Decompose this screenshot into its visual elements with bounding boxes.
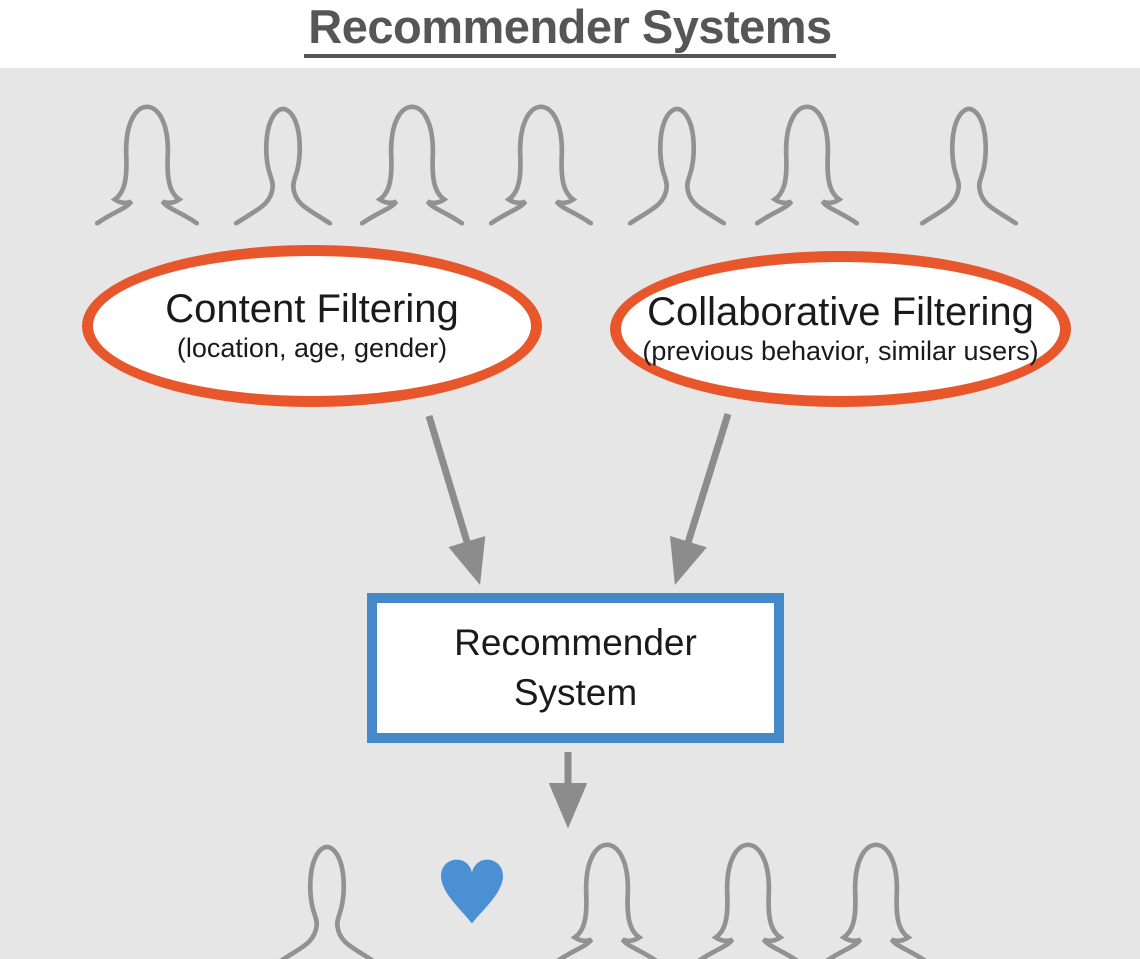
user-silhouette-icon xyxy=(95,100,199,226)
arrow-collaborative-to-system xyxy=(669,412,732,586)
recommender-system-label-line1: Recommender xyxy=(454,622,697,664)
user-silhouette-icon xyxy=(275,838,379,959)
collaborative-filtering-sublabel: (previous behavior, similar users) xyxy=(642,336,1039,367)
user-silhouette-icon xyxy=(489,100,593,226)
collaborative-filtering-node: Collaborative Filtering (previous behavi… xyxy=(610,251,1071,407)
user-silhouette-icon xyxy=(755,100,859,226)
recommender-system-node: Recommender System xyxy=(367,593,784,743)
recommender-system-label-line2: System xyxy=(513,672,638,713)
page-title: Recommender Systems xyxy=(304,0,836,58)
content-filtering-node: Content Filtering (location, age, gender… xyxy=(82,245,542,407)
user-silhouette-icon xyxy=(824,838,928,959)
user-silhouette-icon xyxy=(917,100,1021,226)
content-filtering-label: Content Filtering xyxy=(165,287,459,332)
user-silhouette-icon xyxy=(231,100,335,226)
content-filtering-sublabel: (location, age, gender) xyxy=(176,333,448,364)
user-silhouette-icon xyxy=(360,100,464,226)
user-silhouette-icon xyxy=(696,838,800,959)
heart-icon xyxy=(433,856,511,928)
arrow-content-to-system xyxy=(425,414,486,586)
collaborative-filtering-label: Collaborative Filtering xyxy=(647,290,1034,335)
header: Recommender Systems xyxy=(0,0,1140,68)
user-silhouette-icon xyxy=(625,100,729,226)
user-silhouette-icon xyxy=(555,838,659,959)
